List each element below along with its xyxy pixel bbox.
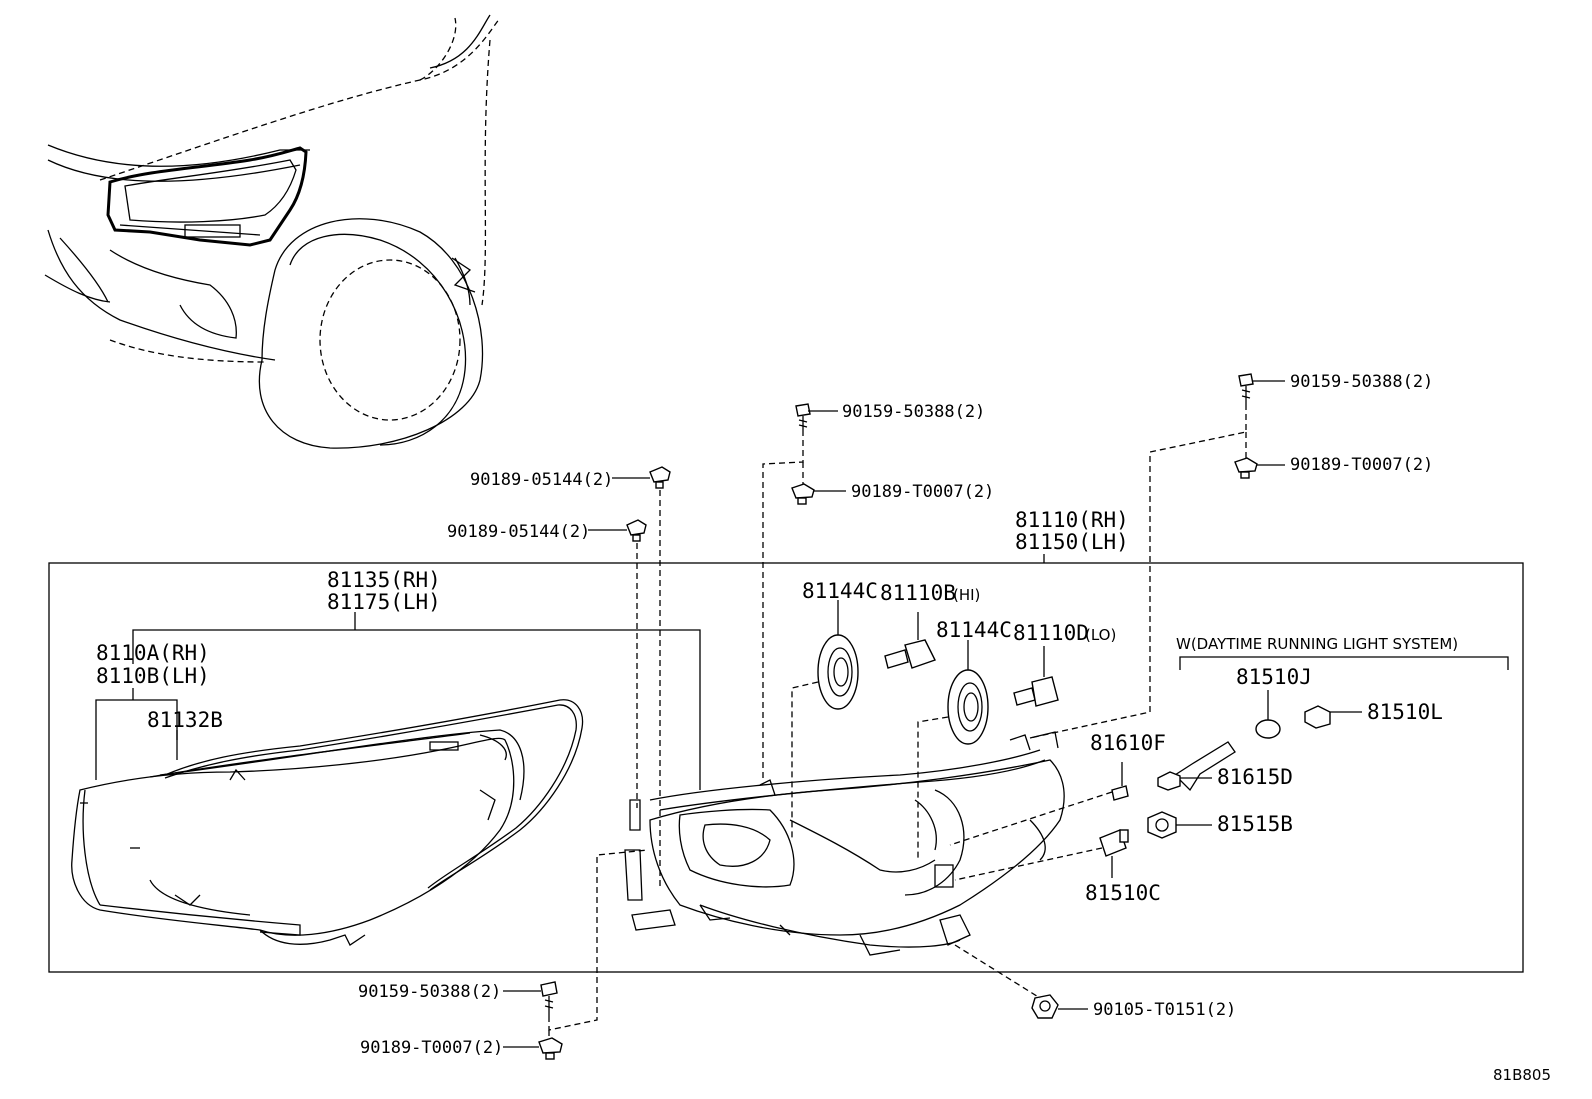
vehicle-front-inset: [44, 14, 501, 449]
label-90189-T0007-right: 90189-T0007(2): [1290, 455, 1433, 475]
label-81144C-a: 81144C: [802, 579, 878, 603]
label-81144C-b: 81144C: [936, 618, 1012, 642]
label-81615D: 81615D: [1217, 765, 1293, 789]
label-8110B-lh: 8110B(LH): [96, 664, 210, 688]
label-81110-rh: 81110(RH): [1015, 508, 1129, 532]
screw-90159-50388-right: [1238, 373, 1254, 404]
label-90159-50388-right: 90159-50388(2): [1290, 372, 1433, 392]
socket-81615D: [1157, 771, 1181, 791]
seal-81144C-b: [947, 669, 989, 745]
label-81510L: 81510L: [1367, 700, 1443, 724]
seal-81144C-a: [817, 634, 859, 710]
assembly-boundary-box: [48, 562, 1524, 973]
label-90189-T0007-top: 90189-T0007(2): [851, 482, 994, 502]
bulb-81510J: [1255, 719, 1281, 739]
diagram-id: 81B805: [1493, 1066, 1551, 1084]
nut-90189-T0007-right: [1234, 457, 1258, 479]
label-90159-50388-top: 90159-50388(2): [842, 402, 985, 422]
screw-90159-50388-top: [795, 403, 811, 430]
nut-90189-T0007-bottom: [538, 1037, 563, 1060]
label-81175-lh: 81175(LH): [327, 590, 441, 614]
bulb-81110B-hi: [884, 612, 936, 669]
label-81510J: 81510J: [1236, 665, 1312, 689]
label-81510C: 81510C: [1085, 881, 1161, 905]
nut-90189-T0007-top: [791, 483, 815, 505]
label-drl-system: W(DAYTIME RUNNING LIGHT SYSTEM): [1176, 635, 1458, 653]
label-81515B: 81515B: [1217, 812, 1293, 836]
label-81135-rh: 81135(RH): [327, 568, 441, 592]
label-81110D-lo: (LO): [1085, 626, 1116, 644]
lens-gasket: [164, 699, 584, 891]
label-81110D: 81110D: [1013, 621, 1089, 645]
headlamp-lens-cover: [71, 729, 525, 946]
label-90189-T0007-bottom: 90189-T0007(2): [360, 1038, 503, 1058]
label-90105-T0151: 90105-T0151(2): [1093, 1000, 1236, 1020]
bulb-81610F: [1111, 785, 1129, 801]
bulb-81110D-lo: [1013, 646, 1059, 707]
label-90159-50388-bottom: 90159-50388(2): [358, 982, 501, 1002]
label-81110B: 81110B: [880, 581, 956, 605]
screw-90159-50388-bottom: [540, 981, 558, 1016]
label-8110A-rh: 8110A(RH): [96, 641, 210, 665]
label-90189-05144-b: 90189-05144(2): [447, 522, 590, 542]
socket-81510L: [1304, 705, 1331, 729]
label-81610F: 81610F: [1090, 731, 1166, 755]
clip-90189-05144-a: [649, 466, 671, 489]
label-90189-05144-a: 90189-05144(2): [470, 470, 613, 490]
label-81150-lh: 81150(LH): [1015, 530, 1129, 554]
clip-90189-05144-b: [626, 519, 647, 542]
headlamp-housing: [624, 731, 1065, 956]
label-81132B: 81132B: [147, 708, 223, 732]
bulb-81510C: [1099, 829, 1129, 857]
socket-81515B: [1147, 811, 1177, 839]
label-81110B-hi: (HI): [953, 586, 980, 604]
bolt-90105-T0151: [1031, 994, 1059, 1019]
